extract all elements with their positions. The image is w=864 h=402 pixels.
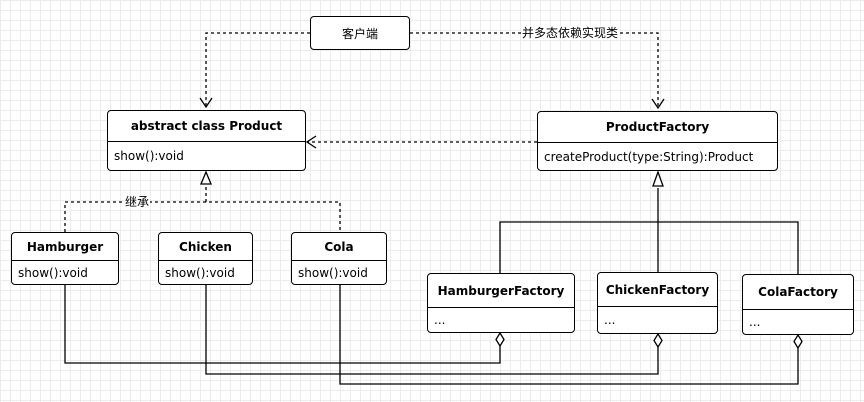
hamburger-aggregation-diamond [495,331,505,348]
product-factory-class[interactable]: ProductFactory createProduct(type:String… [537,111,778,171]
factory-to-product-arrowhead [305,135,317,149]
chicken-factory-body: ... [604,313,616,327]
chicken-class[interactable]: Chicken show():void [158,232,253,285]
chicken-factory-class[interactable]: ChickenFactory ... [597,272,718,334]
chicken-title: Chicken [159,233,252,261]
client-node[interactable]: 客户端 [310,16,410,50]
hamburger-method: show():void [18,265,88,280]
chicken-method: show():void [165,265,235,280]
product-class[interactable]: abstract class Product show():void [107,110,306,171]
cola-class[interactable]: Cola show():void [291,232,387,285]
cola-factory-title: ColaFactory [743,275,853,310]
inheritance-label: 继承 [124,195,151,209]
cola-factory-body: ... [749,315,761,329]
product-factory-title: ProductFactory [538,112,777,143]
client-label: 客户端 [341,26,378,41]
product-factory-method: createProduct(type:String):Product [544,149,754,164]
polymorphism-dependency-label: 并多态依赖实现类 [521,26,620,40]
client-to-factory-dependency [410,32,659,108]
product-class-title: abstract class Product [108,111,305,142]
cola-factory-class[interactable]: ColaFactory ... [742,274,854,335]
factory-generalization-triangle [652,170,664,187]
chicken-factory-title: ChickenFactory [598,273,717,307]
product-generalization-triangle [200,170,212,185]
client-to-product-arrowhead [199,97,213,109]
product-class-method: show():void [114,149,184,163]
client-to-product-dependency [205,32,310,107]
hamburger-association [64,285,501,364]
chicken-association [205,285,659,375]
hamburger-factory-body: ... [434,313,446,327]
chicken-aggregation-diamond [653,332,663,349]
cola-title: Cola [292,233,386,261]
cola-aggregation-diamond [793,333,803,350]
cola-association [339,285,799,385]
hamburger-factory-class[interactable]: HamburgerFactory ... [427,273,575,333]
cola-method: show():void [298,265,368,280]
hamburger-title: Hamburger [12,233,118,261]
client-to-factory-arrowhead [651,98,665,110]
hamburger-class[interactable]: Hamburger show():void [11,232,119,285]
hamburger-factory-title: HamburgerFactory [428,274,574,308]
factory-hierarchy-lines [499,188,799,274]
inheritance-bar [64,201,341,232]
